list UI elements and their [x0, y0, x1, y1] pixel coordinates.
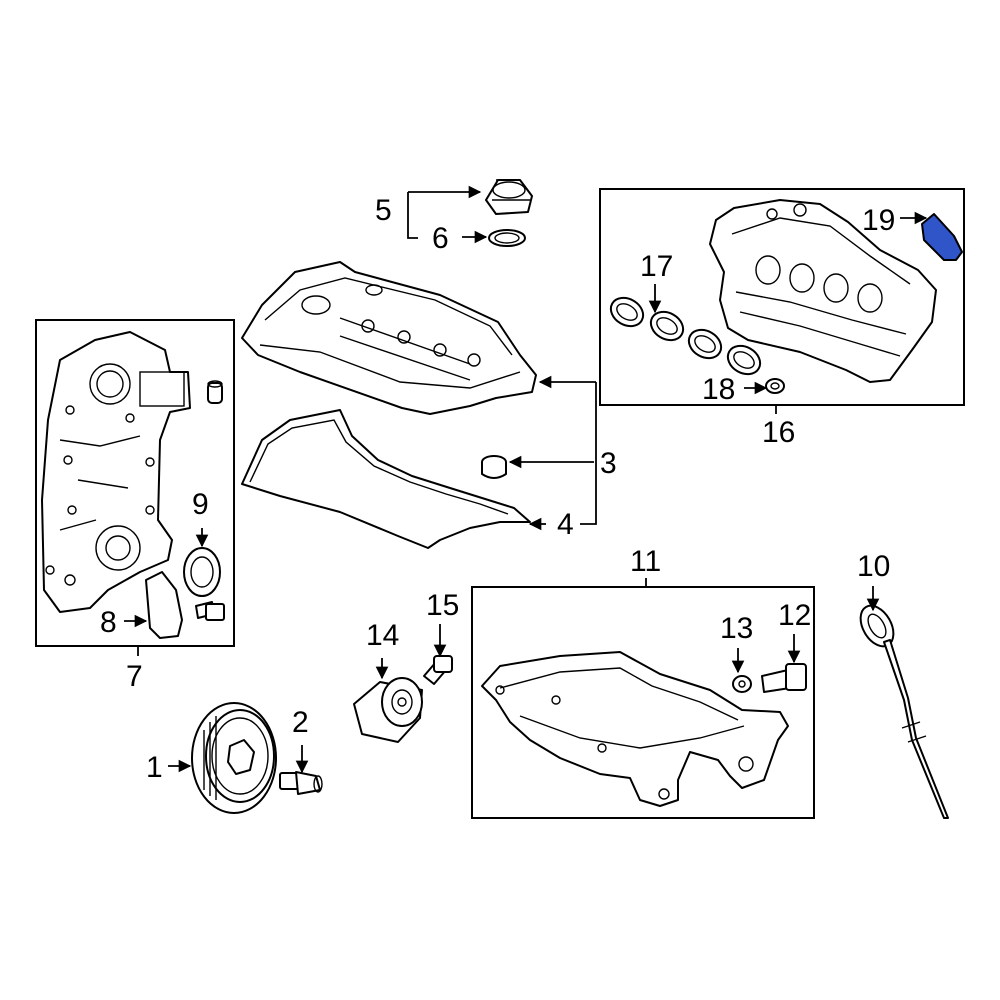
part-17-intake-gaskets[interactable]	[606, 292, 765, 380]
callout-5: 5	[375, 194, 392, 227]
callout-1: 1	[146, 751, 163, 784]
cylinder-head-cover[interactable]	[241, 261, 537, 415]
callout-18: 18	[702, 373, 735, 406]
part-2-pulley-bolt[interactable]	[279, 771, 323, 795]
part-5-oil-filler-cap[interactable]	[485, 179, 533, 215]
callout-3: 3	[600, 447, 617, 480]
callout-10: 10	[857, 550, 890, 583]
callout-15: 15	[426, 589, 459, 622]
part-18-manifold-nut[interactable]	[765, 378, 785, 394]
part-19-highlighted-gasket[interactable]	[921, 213, 963, 261]
part-9-crank-seal[interactable]	[183, 547, 221, 597]
callout-17: 17	[640, 250, 673, 283]
callout-8: 8	[100, 606, 117, 639]
callout-9: 9	[192, 488, 209, 521]
part-6-filler-cap-seal[interactable]	[488, 229, 526, 247]
part-11-oil-pan[interactable]	[481, 651, 789, 807]
timing-chain-cover[interactable]	[41, 331, 191, 613]
intake-manifold[interactable]	[709, 199, 937, 383]
callout-16: 16	[762, 416, 795, 449]
callout-6: 6	[432, 222, 449, 255]
callout-14: 14	[366, 619, 399, 652]
part-14-oil-filter[interactable]	[353, 677, 423, 743]
part-13-washer[interactable]	[732, 675, 752, 693]
callout-7: 7	[126, 660, 143, 693]
part-15-filter-fitting[interactable]	[423, 655, 453, 685]
part-10-oil-dipstick[interactable]	[854, 600, 949, 819]
timing-cover-group-box	[35, 319, 235, 647]
callout-4: 4	[557, 508, 574, 541]
callout-2: 2	[292, 706, 309, 739]
oil-pan-group-box	[471, 586, 815, 819]
callout-19: 19	[862, 204, 895, 237]
callout-12: 12	[778, 599, 811, 632]
part-4-valve-cover-gasket[interactable]	[241, 409, 531, 549]
part-12-drain-bolt[interactable]	[761, 663, 807, 693]
part-1-crankshaft-pulley[interactable]	[191, 702, 277, 814]
cover-dowel-pin[interactable]	[207, 380, 223, 404]
intake-manifold-group-box	[599, 188, 965, 406]
callout-13: 13	[720, 612, 753, 645]
callout-11: 11	[630, 545, 661, 578]
cover-bolt[interactable]	[195, 601, 225, 621]
part-8-gasket[interactable]	[145, 571, 183, 639]
part-3-spark-plug-seal[interactable]	[481, 455, 507, 479]
